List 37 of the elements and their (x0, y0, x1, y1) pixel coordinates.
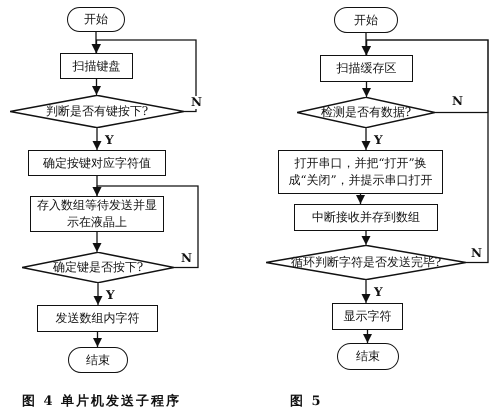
edge-label: Y (373, 286, 384, 299)
process-box: 中断接收并存到数组 (294, 204, 438, 231)
terminal-box: 结束 (337, 343, 399, 370)
decision-diamond: 判断是否有键按下? (10, 95, 184, 128)
arrow (362, 82, 372, 97)
process-box: 扫描缓存区 (320, 55, 413, 82)
process-box: 打开串口，并把“打开”换成“关闭”，并提示串口打开 (278, 150, 443, 194)
decision-diamond: 检测是否有数据? (297, 97, 435, 128)
edge-label: N (180, 252, 193, 264)
edge-label: N (190, 96, 203, 108)
arrow (92, 185, 199, 268)
arrow (92, 128, 102, 150)
process-box: 确定按键对应字符值 (28, 150, 166, 176)
process-box: 扫描键盘 (60, 53, 133, 79)
edge-label: Y (373, 134, 384, 147)
arrow (93, 283, 103, 305)
process-box: 发送数组内字符 (37, 305, 158, 332)
edge-label: Y (105, 289, 116, 302)
arrow (361, 231, 371, 245)
figure-caption: 图 5 (290, 393, 323, 410)
arrow (361, 128, 371, 150)
arrow (362, 330, 372, 343)
edge-label: N (451, 94, 464, 108)
arrow (92, 79, 102, 95)
process-box: 存入数组等待发送并显示在液晶上 (30, 196, 164, 232)
figure-caption: 图 4 单片机发送子程序 (22, 392, 182, 410)
decision-diamond: 确定键是否按下? (22, 252, 174, 283)
arrow (92, 232, 102, 252)
arrow (356, 194, 366, 204)
process-box: 显示字符 (332, 303, 403, 330)
arrow (361, 280, 371, 303)
terminal-box: 结束 (68, 347, 128, 373)
terminal-box: 开始 (67, 7, 125, 32)
terminal-box: 开始 (334, 7, 398, 33)
arrow (92, 332, 102, 347)
edge-label: Y (104, 134, 115, 147)
edge-label: N (470, 246, 483, 260)
